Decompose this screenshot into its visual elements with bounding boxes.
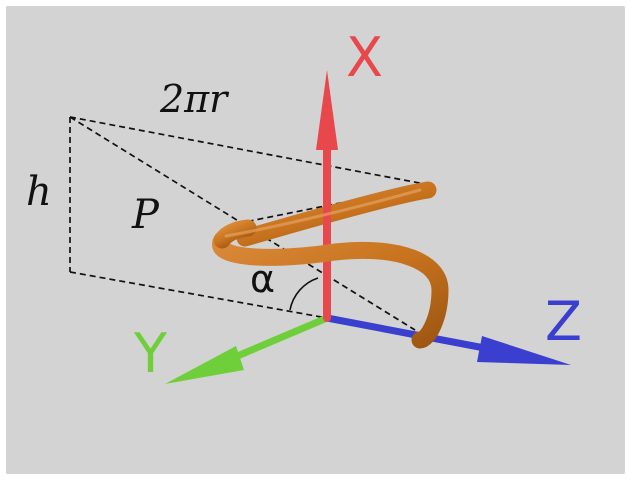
background-panel (6, 6, 625, 474)
z-axis-arrow (323, 314, 571, 365)
helix-left-end (213, 219, 257, 249)
circumference-label: 2πr (159, 77, 230, 121)
dashed-bottom-line (69, 271, 328, 319)
z-axis-arrowhead (477, 336, 571, 365)
z-axis-shaft (323, 314, 499, 354)
dashed-top-line (69, 116, 431, 186)
angle-label: α (250, 257, 275, 301)
helix-highlight (224, 188, 422, 238)
angle-arc (289, 277, 319, 311)
height-label: h (26, 169, 52, 215)
y-axis-arrowhead (165, 346, 244, 384)
x-axis-arrow (316, 70, 338, 322)
z-axis-label: Z (545, 290, 582, 353)
y-axis-arrow (165, 314, 331, 384)
y-axis-shaft (224, 314, 331, 364)
x-axis-label: X (346, 26, 383, 89)
helix-front-segment (212, 231, 449, 349)
y-axis-label: Y (133, 322, 168, 385)
pitch-label: P (131, 192, 160, 238)
x-axis-arrowhead (316, 70, 338, 150)
